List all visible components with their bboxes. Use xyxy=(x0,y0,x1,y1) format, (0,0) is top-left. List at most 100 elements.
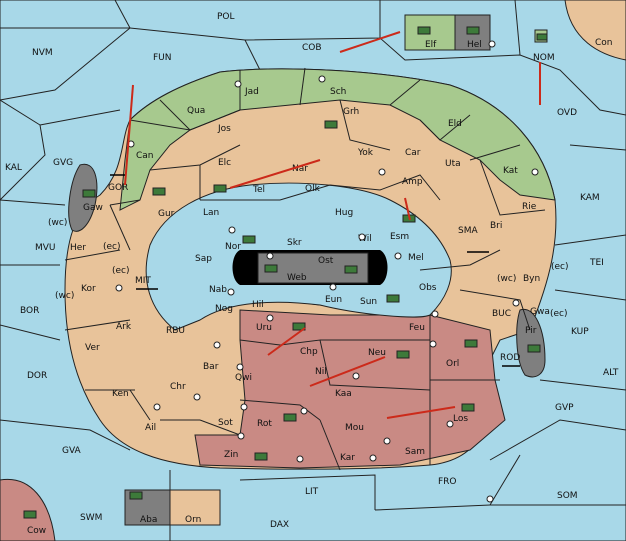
move-arrow xyxy=(229,159,321,189)
move-arrow xyxy=(124,84,134,186)
sea-border-left xyxy=(0,99,46,201)
unit-tank-icon[interactable] xyxy=(466,26,480,35)
label-Lan: Lan xyxy=(203,208,219,218)
move-arrows xyxy=(124,31,541,419)
unit-tank-icon[interactable] xyxy=(152,187,166,196)
label-ec3: (ec) xyxy=(551,262,569,272)
unit-tank-icon[interactable] xyxy=(386,294,400,303)
label-Kor: Kor xyxy=(81,284,96,294)
unit-tank-icon[interactable] xyxy=(242,235,256,244)
label-Yok: Yok xyxy=(357,148,374,158)
label-Jad: Jad xyxy=(244,87,259,97)
label-Uta: Uta xyxy=(445,159,461,169)
unit-tank-icon[interactable] xyxy=(536,33,548,41)
supply-center-dot xyxy=(193,393,201,401)
supply-center-dot xyxy=(236,363,244,371)
unit-tank-icon[interactable] xyxy=(23,510,37,519)
unit-tank-icon[interactable] xyxy=(254,452,268,461)
sea-border xyxy=(114,0,131,29)
units xyxy=(23,26,548,519)
label-Hel: Hel xyxy=(467,40,482,50)
island-gaw xyxy=(68,163,98,232)
unit-tank-icon[interactable] xyxy=(129,491,143,500)
supply-center-dot xyxy=(266,314,274,322)
label-LIT: LIT xyxy=(305,487,319,497)
label-Chp: Chp xyxy=(300,347,318,357)
supply-center-dot xyxy=(153,403,161,411)
supply-center-dot xyxy=(266,252,274,260)
label-Uru: Uru xyxy=(256,323,272,333)
power-region-red xyxy=(194,309,506,469)
sea-border xyxy=(244,39,261,71)
province-borders xyxy=(64,67,546,471)
label-Esm: Esm xyxy=(390,232,409,242)
label-ALT: ALT xyxy=(603,368,619,378)
label-KAM: KAM xyxy=(580,193,600,203)
unit-tank-icon[interactable] xyxy=(264,264,278,273)
label-Olk: Olk xyxy=(305,184,321,194)
label-Kat: Kat xyxy=(503,166,518,176)
label-SOM: SOM xyxy=(557,491,578,501)
label-KAL: KAL xyxy=(5,163,22,173)
label-NOM: NOM xyxy=(533,53,555,63)
box-hel xyxy=(454,14,491,51)
label-Ken: Ken xyxy=(112,389,129,399)
unit-tank-icon[interactable] xyxy=(527,344,541,353)
label-Nab: Nab xyxy=(209,285,227,295)
label-SWM: SWM xyxy=(80,513,102,523)
unit-tank-icon[interactable] xyxy=(292,322,306,331)
unit-tank-icon[interactable] xyxy=(82,189,96,198)
sea-border xyxy=(0,419,131,451)
label-wc1: (wc) xyxy=(48,218,67,228)
supply-center-dot xyxy=(394,252,402,260)
label-MIT: MIT xyxy=(135,276,151,286)
supply-center-dot xyxy=(227,288,235,296)
label-Eun: Eun xyxy=(325,295,342,305)
label-Nor: Nor xyxy=(225,242,241,252)
sea-border xyxy=(239,474,376,510)
unit-tank-icon[interactable] xyxy=(283,413,297,422)
unit-tank-icon[interactable] xyxy=(461,403,475,412)
supply-center-dot xyxy=(296,455,304,463)
supply-center-dot xyxy=(352,372,360,380)
label-GVA: GVA xyxy=(62,446,82,456)
supply-center-dot xyxy=(240,403,248,411)
label-TEI: TEI xyxy=(589,258,604,268)
label-Elc: Elc xyxy=(218,158,231,168)
label-Amp: Amp xyxy=(402,177,423,187)
label-Jos: Jos xyxy=(217,124,231,134)
unit-tank-icon[interactable] xyxy=(464,339,478,348)
label-Mou: Mou xyxy=(345,423,364,433)
label-Bar: Bar xyxy=(203,362,219,372)
move-arrow xyxy=(386,406,456,419)
supply-center-dot xyxy=(486,495,494,503)
label-Aba: Aba xyxy=(140,515,157,525)
label-Nil: Nil xyxy=(315,367,327,377)
unit-tank-icon[interactable] xyxy=(213,184,227,193)
supply-center-dot xyxy=(115,284,123,292)
label-ROD: ROD xyxy=(500,353,520,363)
unit-tank-icon[interactable] xyxy=(396,350,410,359)
unit-tank-icon[interactable] xyxy=(344,265,358,274)
label-Cow: Cow xyxy=(27,526,46,536)
supply-center-dot xyxy=(488,40,496,48)
label-GVP: GVP xyxy=(555,403,574,413)
sea-border xyxy=(0,199,66,206)
label-Rot: Rot xyxy=(257,419,272,429)
label-BUC: BUC xyxy=(492,309,511,319)
label-Mel: Mel xyxy=(408,253,424,263)
label-wc2: (wc) xyxy=(55,291,74,301)
label-Hil: Hil xyxy=(252,300,264,310)
sea-border xyxy=(489,419,626,461)
unit-tank-icon[interactable] xyxy=(324,120,338,129)
unit-tank-icon[interactable] xyxy=(417,26,431,35)
supply-center-dot xyxy=(429,340,437,348)
label-ec4: (ec) xyxy=(550,309,568,319)
supply-center-dot xyxy=(300,407,308,415)
label-Kar: Kar xyxy=(340,453,355,463)
label-Chr: Chr xyxy=(170,382,186,392)
label-Orl: Orl xyxy=(446,359,459,369)
move-arrow xyxy=(267,327,306,356)
label-OVD: OVD xyxy=(557,108,577,118)
move-arrow xyxy=(339,31,401,53)
